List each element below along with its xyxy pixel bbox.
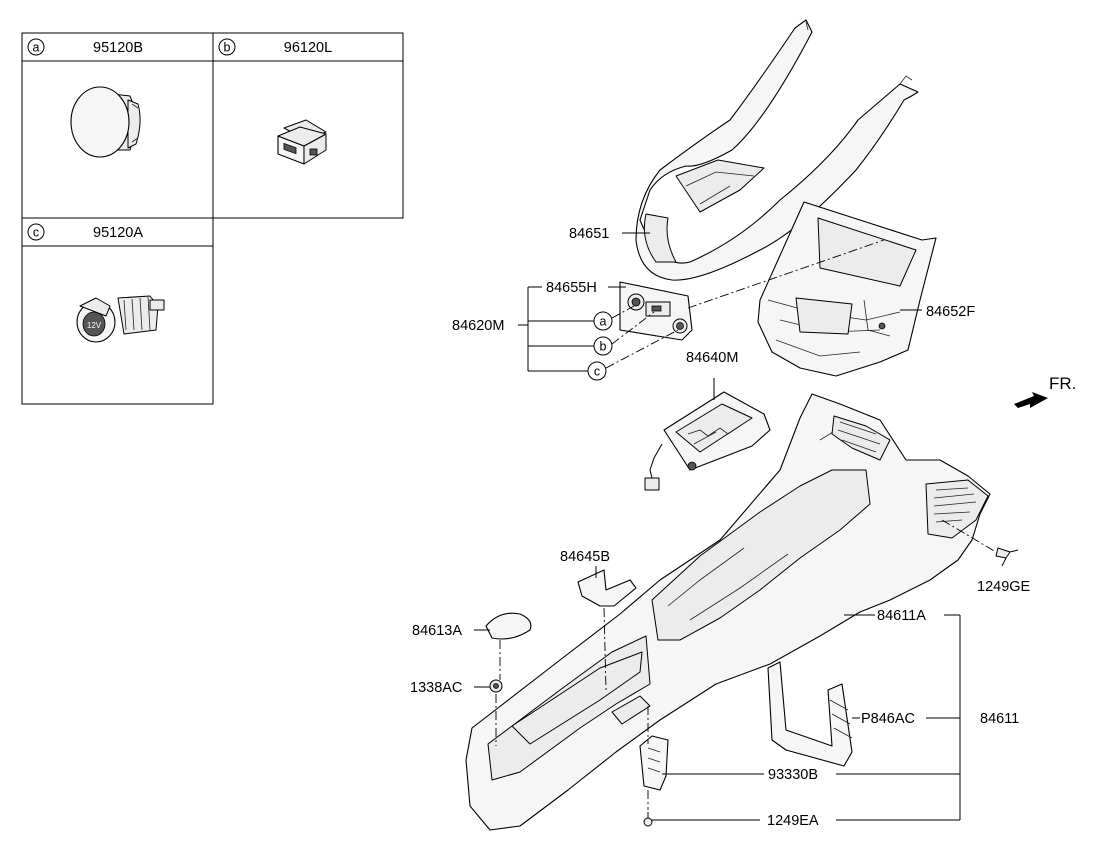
leader-lines <box>474 232 1007 821</box>
legend-letter-b: b <box>224 41 231 55</box>
callout-b: b <box>600 340 607 354</box>
part-93330b-switch <box>639 735 669 791</box>
legend-letter-c: c <box>33 226 39 240</box>
label-84651: 84651 <box>569 226 609 242</box>
power-outlet-12v-icon: 12V <box>76 295 165 343</box>
label-p846ac: P846AC <box>861 711 915 727</box>
part-p846ac-bracket <box>767 661 853 767</box>
part-84645b-bracket <box>577 569 637 607</box>
label-84611a: 84611A <box>877 608 926 624</box>
legend-cell-b: b 96120L <box>218 38 332 165</box>
label-84655h: 84655H <box>546 280 597 296</box>
label-84640m: 84640M <box>686 350 738 366</box>
label-84645b: 84645B <box>560 549 610 565</box>
part-1249ge-screw <box>995 547 1019 559</box>
part-labels: 84651 84655H 84620M 84652F 84640M 1249GE… <box>410 226 1031 829</box>
usb-aux-jack-icon <box>277 119 327 165</box>
part-84651-upper-bezel <box>635 19 919 281</box>
part-84655h-shift-panel <box>619 281 693 341</box>
callouts: a b c <box>587 311 613 381</box>
label-84620m: 84620M <box>452 318 504 334</box>
part-84611a-console-body <box>465 393 991 831</box>
label-84613a: 84613A <box>412 623 462 639</box>
label-1249ea: 1249EA <box>767 813 819 829</box>
callout-c: c <box>594 365 600 379</box>
part-84640m-shift-lever-assembly <box>644 391 771 491</box>
front-direction-arrow-icon: FR. <box>1014 374 1076 408</box>
part-84652f-console-bin <box>757 201 937 377</box>
callout-a: a <box>600 315 607 329</box>
part-1249ea-screw <box>643 812 653 827</box>
legend-cell-a: a 95120B <box>27 38 143 158</box>
part-1338ac-nut <box>489 679 503 693</box>
part-84613a-cover <box>485 612 532 640</box>
label-1338ac: 1338AC <box>410 680 462 696</box>
front-direction-label: FR. <box>1049 374 1076 393</box>
label-93330b: 93330B <box>768 767 818 783</box>
label-1249ge: 1249GE <box>977 579 1031 595</box>
legend-cell-c: c 95120A 12V <box>27 223 165 343</box>
socket-12v-label: 12V <box>87 321 102 330</box>
legend-part-c: 95120A <box>93 225 143 241</box>
legend-letter-a: a <box>33 41 40 55</box>
legend-table: a 95120B b 96120L <box>21 32 404 405</box>
label-84652f: 84652F <box>926 304 975 320</box>
blank-cap-icon <box>70 86 141 158</box>
legend-part-b: 96120L <box>284 40 332 56</box>
label-84611: 84611 <box>980 711 1019 727</box>
legend-part-a: 95120B <box>93 40 143 56</box>
